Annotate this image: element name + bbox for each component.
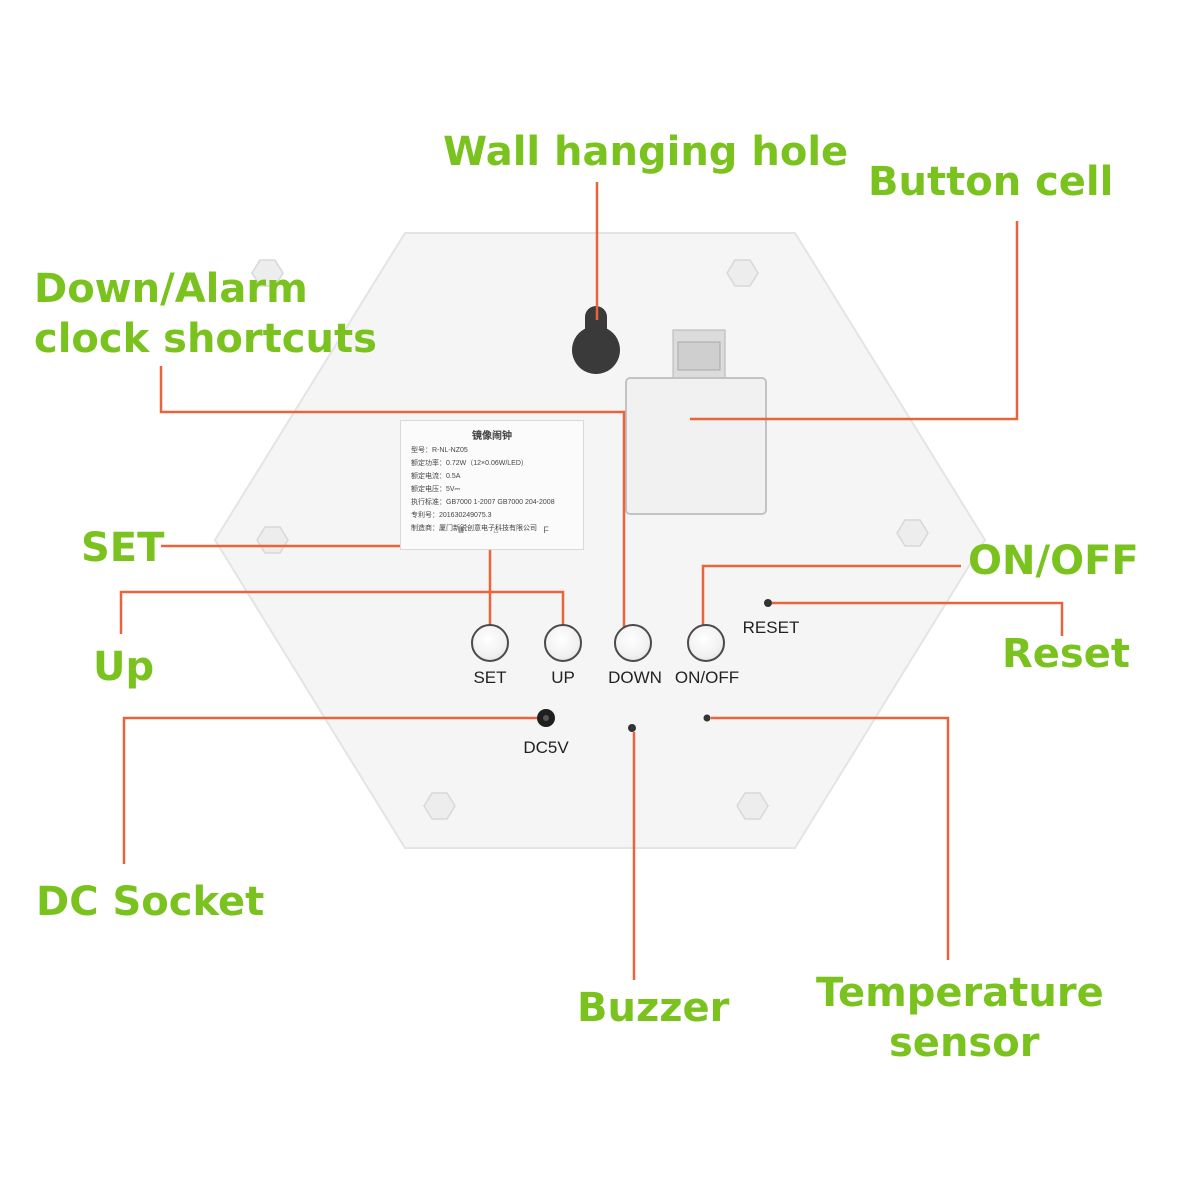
up-button[interactable]: [544, 624, 582, 662]
wall-hanging-hole: [572, 306, 620, 374]
callout-dc-socket: DC Socket: [36, 879, 265, 925]
spec-label: 镜像闹钟 型号：R-NL-NZ05 额定功率：0.72W（12×0.06W/LE…: [400, 420, 584, 550]
spec-label-row: 专利号：201630249075.3: [411, 512, 492, 519]
on-off-button[interactable]: [687, 624, 725, 662]
leader-down-alarm: [159, 366, 626, 632]
leader-up: [119, 590, 565, 634]
callout-temperature-line1: Temperature: [816, 970, 1104, 1016]
callout-down-alarm-line2: clock shortcuts: [34, 316, 377, 362]
spec-label-row: 制造商：厦门新锐创意电子科技有限公司: [411, 525, 537, 532]
leader-lines: [119, 182, 1064, 980]
down-button-label: DOWN: [608, 668, 662, 687]
cert-indoor-use-icon: ⌂: [493, 525, 499, 535]
spec-label-row: 型号：R-NL-NZ05: [411, 447, 468, 454]
temperature-sensor-hole: [703, 714, 711, 722]
callout-temperature-line2: sensor: [889, 1020, 1040, 1066]
callout-up: Up: [93, 644, 155, 690]
device-back-panel: [213, 232, 987, 849]
callout-on-off: ON/OFF: [968, 538, 1139, 584]
reset-hole[interactable]: [764, 599, 772, 607]
leader-reset: [772, 601, 1064, 636]
set-button[interactable]: [471, 624, 509, 662]
cert-f-mark-icon: F: [543, 525, 549, 535]
buzzer-hole: [628, 724, 636, 732]
battery-compartment: [625, 329, 767, 515]
down-button[interactable]: [614, 624, 652, 662]
callout-down-alarm-line1: Down/Alarm: [34, 266, 308, 312]
callout-button-cell: Button cell: [868, 159, 1114, 205]
leader-dc-socket: [122, 716, 537, 864]
callout-wall-hanging-hole: Wall hanging hole: [443, 129, 849, 175]
dc-socket[interactable]: [537, 709, 555, 727]
spec-label-row: 额定电流：0.5A: [411, 473, 461, 480]
callout-reset: Reset: [1002, 631, 1130, 677]
spec-label-row: 执行标准：GB7000 1-2007 GB7000 204-2008: [411, 499, 555, 506]
leader-button-cell: [690, 221, 1019, 421]
leader-on-off: [701, 564, 961, 628]
leader-temperature: [711, 716, 950, 960]
callout-buzzer: Buzzer: [577, 985, 730, 1031]
callout-set: SET: [81, 525, 165, 571]
spec-label-row: 额定功率：0.72W（12×0.06W/LED）: [411, 460, 528, 467]
up-button-label: UP: [551, 668, 575, 687]
spec-label-title: 镜像闹钟: [472, 431, 512, 442]
dc5v-label: DC5V: [523, 738, 569, 757]
on-off-button-label: ON/OFF: [674, 668, 740, 687]
set-button-label: SET: [473, 668, 507, 687]
spec-label-row: 额定电压：5V⎓: [411, 486, 461, 493]
foot-marks: [251, 259, 929, 820]
cert-class-iii-icon: Ⅲ: [457, 525, 465, 535]
reset-label: RESET: [742, 618, 800, 637]
